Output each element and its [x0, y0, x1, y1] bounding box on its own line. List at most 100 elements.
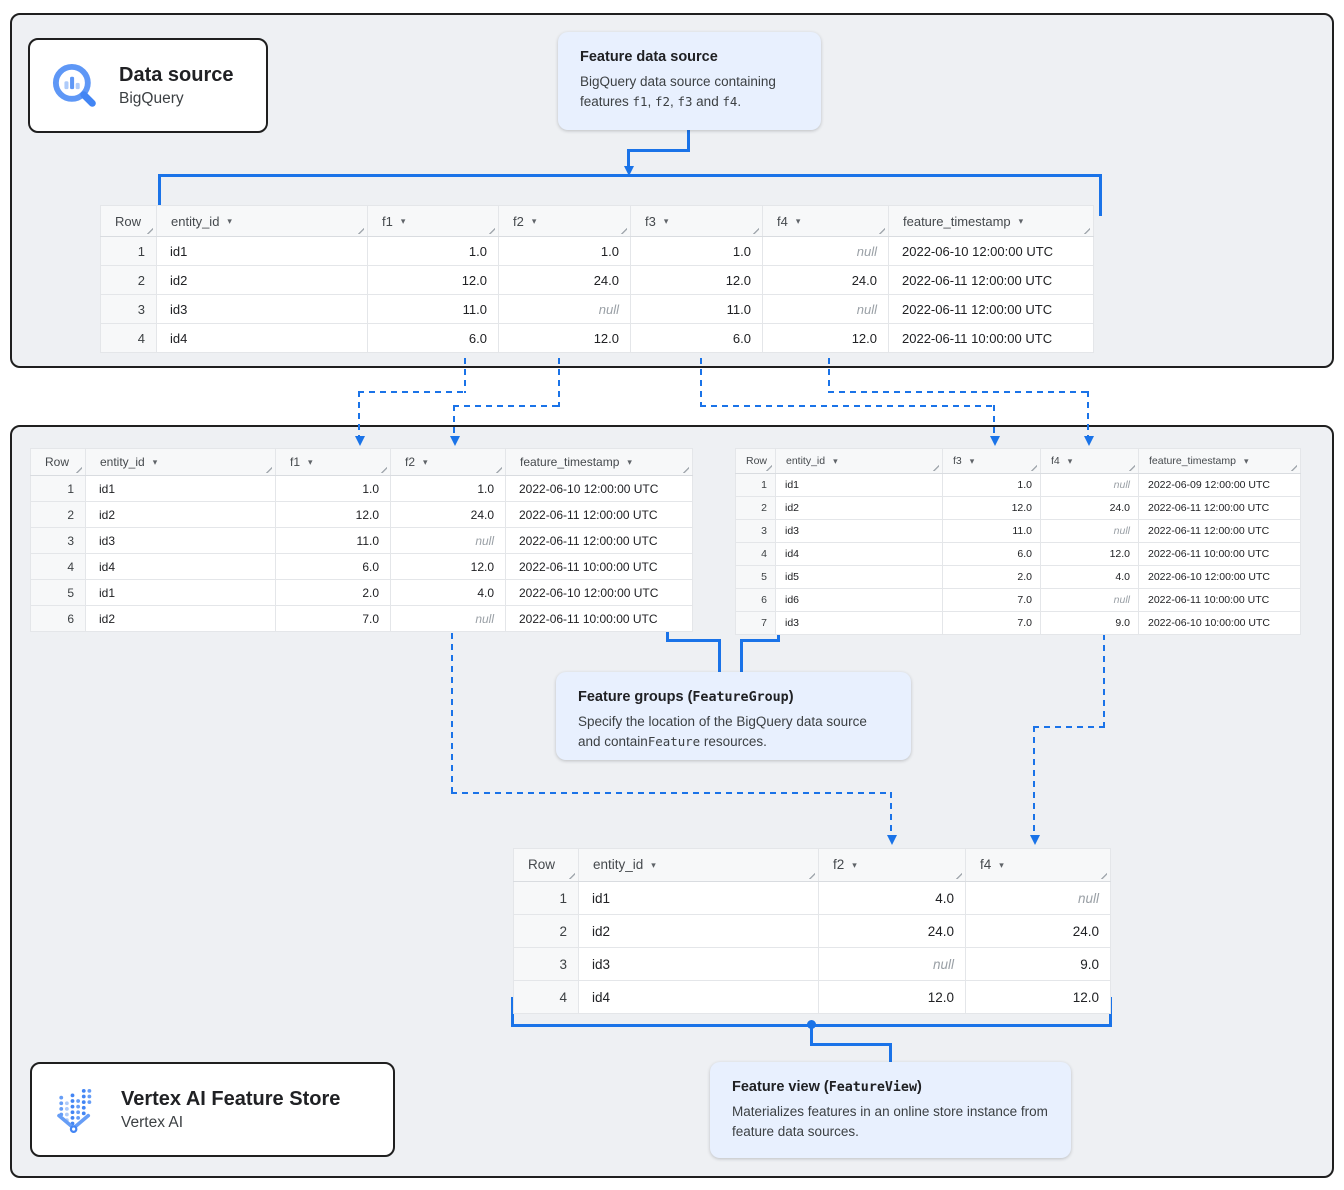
connector-view-right-v1 — [1103, 612, 1105, 728]
row-number-cell: 1 — [100, 236, 157, 266]
column-header-entity_id: entity_id▾ — [775, 448, 943, 474]
cell-f2: 24.0 — [818, 914, 966, 948]
connector-view-left-v2 — [890, 792, 892, 836]
cell-f1: 12.0 — [275, 501, 391, 528]
sort-caret-icon: ▾ — [1243, 455, 1249, 466]
cell-entity_id: id1 — [775, 473, 943, 497]
row-number-cell: 5 — [30, 579, 86, 606]
cell-entity_id: id3 — [578, 947, 819, 981]
connector-top-v2 — [627, 149, 630, 169]
sort-caret-icon: ▾ — [852, 859, 857, 870]
card-subtitle: BigQuery — [119, 90, 184, 107]
connector-f2-h — [453, 405, 560, 407]
cell-f1: 11.0 — [367, 294, 499, 324]
connector-f2-v1 — [558, 336, 560, 407]
arrow-down-icon — [887, 835, 897, 845]
callout-body: Specify the location of the BigQuery dat… — [578, 714, 867, 750]
column-header-row: Row — [30, 448, 86, 476]
cell-entity_id: id1 — [156, 236, 368, 266]
sort-caret-icon: ▾ — [152, 456, 158, 467]
cell-f2: 12.0 — [390, 553, 506, 580]
column-resize-grip-icon — [493, 464, 502, 473]
cell-entity_id: id2 — [578, 914, 819, 948]
column-resize-grip-icon — [1081, 225, 1090, 234]
arrow-down-icon — [990, 436, 1000, 446]
cell-f4: 4.0 — [1040, 565, 1139, 589]
connector-f3-v1 — [700, 336, 702, 407]
cell-f1: 6.0 — [275, 553, 391, 580]
cell-f4: 12.0 — [1040, 542, 1139, 566]
cell-entity_id: id3 — [156, 294, 368, 324]
sort-caret-icon: ▾ — [651, 859, 656, 870]
cell-entity_id: id2 — [156, 265, 368, 295]
cell-f4: 12.0 — [762, 323, 889, 353]
callout-title: Feature data source — [580, 49, 718, 65]
column-resize-grip-icon — [1028, 462, 1037, 471]
sort-caret-icon: ▾ — [969, 455, 975, 466]
column-header-f4: f4▾ — [762, 205, 889, 237]
cell-f2: null — [390, 527, 506, 554]
column-resize-grip-icon — [876, 225, 885, 234]
row-number-cell: 2 — [735, 496, 776, 520]
cell-f3: 1.0 — [942, 473, 1041, 497]
column-header-f1: f1▾ — [367, 205, 499, 237]
callout-body: BigQuery data source containing features… — [580, 74, 776, 110]
row-number-cell: 5 — [735, 565, 776, 589]
sort-caret-icon: ▾ — [1018, 215, 1024, 226]
vertex-ai-feature-store-card: Vertex AI Feature Store Vertex AI — [30, 1062, 395, 1157]
cell-f2: 12.0 — [818, 980, 966, 1014]
column-header-feature_timestamp: feature_timestamp▾ — [505, 448, 693, 476]
cell-f2: 12.0 — [498, 323, 631, 353]
cell-f2: null — [818, 947, 966, 981]
column-resize-grip-icon — [1098, 870, 1107, 879]
cell-f4: 9.0 — [965, 947, 1111, 981]
column-resize-grip-icon — [750, 225, 759, 234]
cell-f3: 12.0 — [630, 265, 763, 295]
sort-caret-icon: ▾ — [308, 456, 313, 467]
cell-f2: 4.0 — [818, 881, 966, 915]
column-resize-grip-icon — [930, 462, 939, 471]
cell-f1: 1.0 — [275, 475, 391, 502]
vertex-ai-icon — [57, 1088, 92, 1133]
sort-caret-icon: ▾ — [423, 456, 428, 467]
connector-f2-v2 — [453, 405, 455, 437]
row-number-cell: 1 — [513, 881, 579, 915]
arrow-down-icon — [624, 166, 634, 176]
cell-feature_timestamp: 2022-06-11 12:00:00 UTC — [505, 527, 693, 554]
sort-caret-icon: ▾ — [531, 215, 537, 226]
connector-view-left-v1 — [451, 611, 453, 794]
connector-fg-left-h — [666, 639, 721, 642]
column-resize-grip-icon — [486, 225, 495, 234]
column-resize-grip-icon — [680, 464, 689, 473]
data-source-card: Data source BigQuery — [28, 38, 268, 133]
column-header-f2: f2▾ — [390, 448, 506, 476]
cell-f1: 11.0 — [275, 527, 391, 554]
cell-f4: 24.0 — [965, 914, 1111, 948]
cell-f1: 2.0 — [275, 579, 391, 606]
cell-entity_id: id4 — [775, 542, 943, 566]
cell-f2: 24.0 — [498, 265, 631, 295]
connector-dot — [807, 1020, 816, 1029]
column-resize-grip-icon — [73, 464, 82, 473]
sort-caret-icon: ▾ — [627, 456, 632, 467]
row-number-cell: 1 — [735, 473, 776, 497]
row-number-cell: 4 — [513, 980, 579, 1014]
column-resize-grip-icon — [566, 870, 575, 879]
cell-entity_id: id3 — [775, 611, 943, 635]
row-number-cell: 3 — [735, 519, 776, 543]
cell-f2: null — [498, 294, 631, 324]
row-number-cell: 4 — [30, 553, 86, 580]
cell-feature_timestamp: 2022-06-10 12:00:00 UTC — [505, 475, 693, 502]
cell-feature_timestamp: 2022-06-10 12:00:00 UTC — [505, 579, 693, 606]
